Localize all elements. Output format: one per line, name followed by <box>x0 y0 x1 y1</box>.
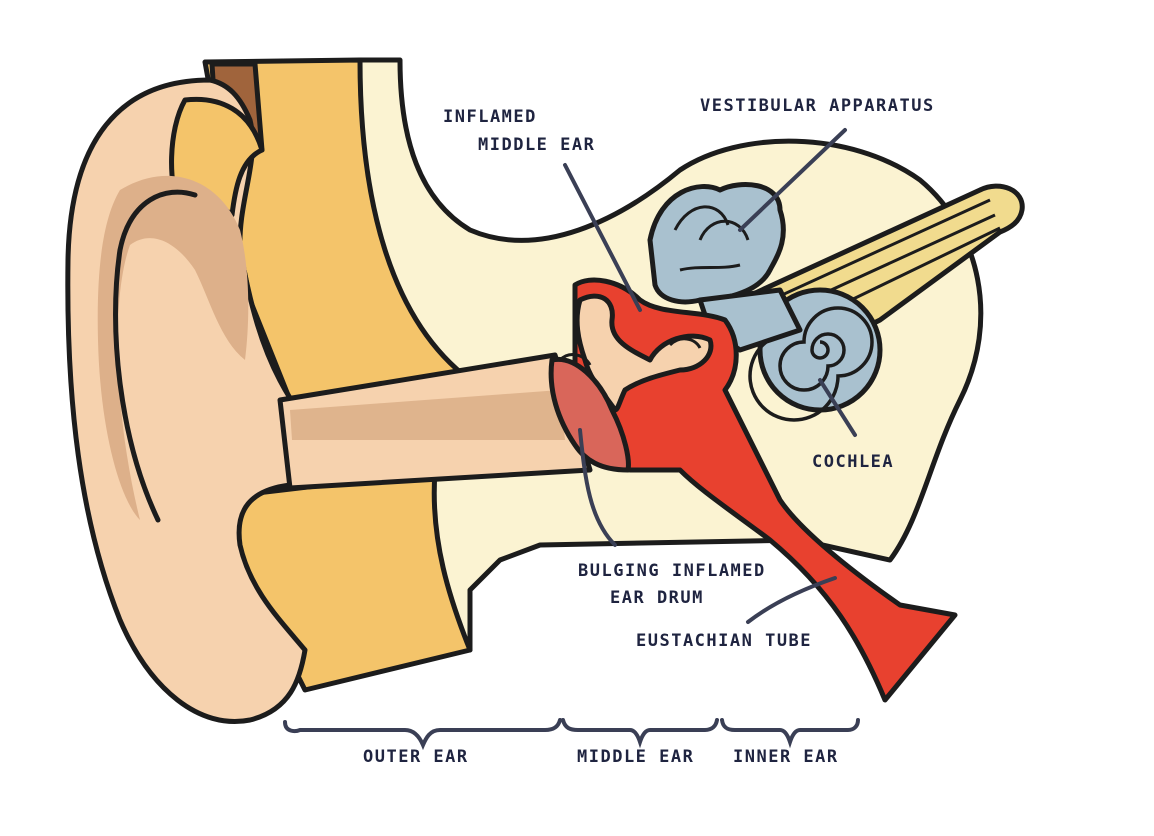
label-inflamed-middle-ear-2: MIDDLE EAR <box>478 135 595 155</box>
label-vestibular-apparatus: VESTIBULAR APPARATUS <box>700 96 935 116</box>
brace-inner-ear <box>720 718 860 749</box>
leader-vestibular <box>738 128 847 232</box>
label-cochlea: COCHLEA <box>812 452 894 472</box>
label-bulging-drum-1: BULGING INFLAMED <box>578 561 766 581</box>
inner-ear <box>647 182 1025 422</box>
pinna-fold-shadow <box>97 175 249 520</box>
label-outer-ear: OUTER EAR <box>363 747 469 767</box>
label-inner-ear: INNER EAR <box>733 747 839 767</box>
ear-canal-shadow <box>290 390 565 440</box>
leader-ear-drum <box>578 428 617 547</box>
label-eustachian-tube: EUSTACHIAN TUBE <box>636 631 812 651</box>
label-bulging-drum-2: EAR DRUM <box>610 588 704 608</box>
pinna-inner-line <box>113 189 198 523</box>
leader-inflamed-middle-ear <box>563 163 642 312</box>
leader-cochlea <box>818 378 857 437</box>
label-middle-ear: MIDDLE EAR <box>577 747 694 767</box>
leader-eustachian <box>746 576 837 624</box>
brace-outer-ear <box>283 718 562 751</box>
brace-middle-ear <box>561 718 719 749</box>
label-inflamed-middle-ear-1: INFLAMED <box>443 107 537 127</box>
cochlea-spiral <box>748 306 874 422</box>
bulging-ear-drum <box>548 356 631 473</box>
inflamed-middle-ear <box>572 277 958 703</box>
